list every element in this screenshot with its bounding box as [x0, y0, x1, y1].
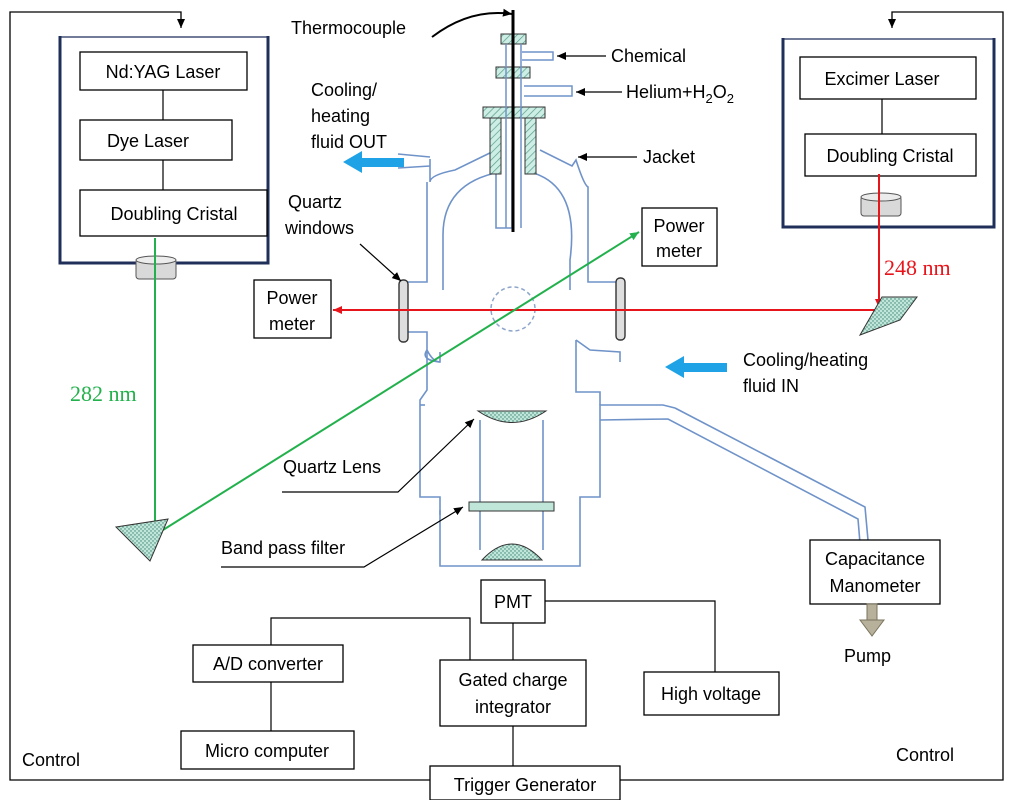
dye-laser-box — [79, 119, 233, 161]
power-meter-right-line1: Power — [653, 216, 704, 236]
capacitance-line2: Manometer — [829, 576, 920, 596]
power-meter-right: Power meter — [641, 207, 718, 267]
pump-label: Pump — [844, 646, 891, 666]
power-meter-left-line2: meter — [269, 314, 315, 334]
right-laser-aperture — [860, 192, 902, 217]
gated-charge-integrator-box: Gated charge integrator — [439, 659, 587, 727]
chemical-label: Chemical — [611, 46, 686, 66]
injector-assembly — [482, 10, 573, 232]
gated-line1: Gated charge — [458, 670, 567, 690]
quartz-lens-label: Quartz Lens — [283, 457, 381, 477]
high-voltage-label: High voltage — [661, 684, 761, 704]
wavelength-248-label: 248 nm — [884, 255, 951, 280]
pmt-box: PMT — [480, 579, 546, 624]
band-pass-filter-label: Band pass filter — [221, 538, 345, 558]
left-doubling-cristal-box — [79, 189, 268, 237]
dye-laser-label: Dye Laser — [107, 131, 189, 151]
red-beam — [333, 174, 883, 314]
nd-yag-laser-label: Nd:YAG Laser — [106, 62, 221, 82]
left-laser-enclosure: Nd:YAG Laser Dye Laser Doubling Cristal — [58, 36, 270, 280]
trigger-generator-label: Trigger Generator — [454, 775, 596, 795]
excimer-laser-label: Excimer Laser — [824, 69, 939, 89]
cooling-in-line2: fluid IN — [743, 376, 799, 396]
band-pass-filter — [468, 501, 555, 512]
cooling-out-line2: heating — [311, 106, 370, 126]
fluid-out-arrow — [343, 151, 404, 173]
power-meter-right-line2: meter — [656, 241, 702, 261]
green-beam — [151, 231, 640, 536]
quartz-windows-arrow — [359, 243, 402, 282]
pump-arrow — [859, 603, 885, 637]
left-mirror — [114, 518, 169, 562]
right-mirror — [858, 296, 918, 336]
jacket-label: Jacket — [643, 147, 695, 167]
micro-computer-label: Micro computer — [205, 741, 329, 761]
quartz-lens-bottom — [480, 543, 544, 561]
capacitance-manometer: Capacitance Manometer — [809, 539, 941, 605]
control-wiring — [9, 11, 1004, 781]
quartz-windows-line2: windows — [284, 218, 354, 238]
quartz-lens-top — [476, 410, 548, 423]
quartz-lens-arrow — [282, 418, 475, 493]
gated-line2: integrator — [475, 697, 551, 717]
right-laser-enclosure: Excimer Laser Doubling Cristal — [781, 38, 996, 229]
control-left-label: Control — [22, 750, 80, 770]
reaction-cell — [397, 149, 869, 567]
nd-yag-laser-box — [79, 51, 248, 91]
cooling-in-line1: Cooling/heating — [743, 350, 868, 370]
high-voltage-box: High voltage — [643, 671, 780, 716]
wavelength-282-label: 282 nm — [70, 381, 137, 406]
left-doubling-cristal-label: Doubling Cristal — [110, 204, 237, 224]
capacitance-line1: Capacitance — [825, 549, 925, 569]
fluid-in-arrow — [665, 356, 727, 378]
thermocouple-label: Thermocouple — [291, 18, 406, 38]
ad-converter-box: A/D converter — [192, 644, 344, 683]
cooling-out-line3: fluid OUT — [311, 132, 387, 152]
electronics-wiring — [270, 600, 716, 766]
trigger-generator-box: Trigger Generator — [429, 765, 621, 800]
power-meter-left-line1: Power — [266, 288, 317, 308]
excimer-laser-box — [799, 56, 977, 100]
thermocouple-arrow — [431, 8, 513, 38]
quartz-windows-line1: Quartz — [288, 192, 342, 212]
band-pass-filter-arrow — [221, 506, 464, 568]
right-doubling-cristal-box — [804, 133, 977, 177]
ad-converter-label: A/D converter — [213, 654, 323, 674]
helium-label: Helium+H2O2 — [626, 82, 734, 106]
power-meter-left: Power meter — [253, 279, 332, 339]
right-doubling-cristal-label: Doubling Cristal — [826, 146, 953, 166]
control-right-label: Control — [896, 745, 954, 765]
pmt-label: PMT — [494, 592, 532, 612]
cooling-out-line1: Cooling/ — [311, 80, 377, 100]
micro-computer-box: Micro computer — [180, 730, 355, 770]
svg-text:Helium+H2O2: Helium+H2O2 — [626, 82, 734, 106]
